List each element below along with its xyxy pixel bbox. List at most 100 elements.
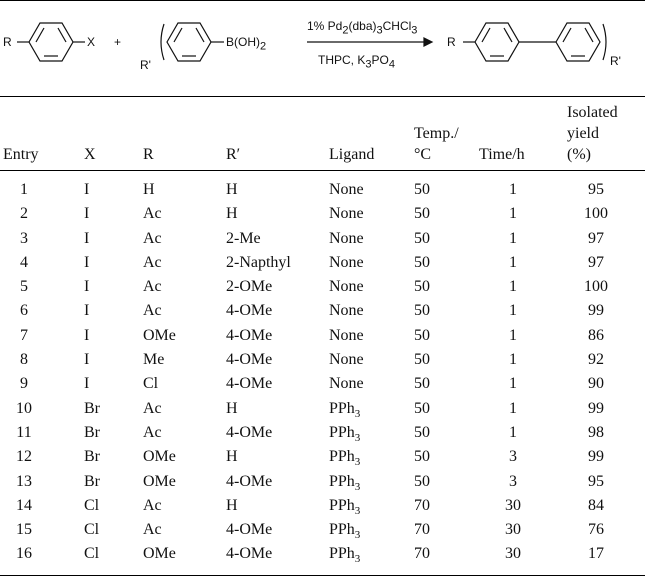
product-ring-b (555, 22, 601, 62)
table-row: 13 Br OMe 4-OMe PPh3 50 3 95 (0, 470, 645, 494)
cell-x: I (84, 278, 90, 296)
cell-ligand: None (329, 181, 364, 198)
cell-temp: 50 (414, 302, 430, 320)
cell-temp: 50 (414, 399, 430, 417)
cell-r: Ac (143, 521, 162, 539)
catalyst-condition: 1% Pd2(dba)3CHCl3 (307, 19, 418, 37)
table-row: 8 I Me 4-OMe None 50 1 92 (0, 348, 645, 372)
cell-rprime: 4-OMe (226, 351, 273, 369)
cell-time: 30 (505, 545, 521, 563)
table-header: Entry X R R′ Ligand Temp./ °C Time/h Iso… (0, 96, 645, 170)
cell-temp: 50 (414, 423, 430, 441)
cell-time: 1 (509, 229, 517, 247)
cell-time: 3 (509, 472, 517, 490)
benzene-ring-1 (28, 22, 74, 62)
cell-yield: 95 (588, 181, 604, 198)
cell-entry: 16 (16, 545, 32, 563)
table-body: 1 I H H None 50 1 95 2 I Ac H None 50 1 … (0, 178, 645, 567)
substituent-bracket-2 (160, 23, 165, 61)
cell-rprime: 4-OMe (226, 326, 273, 344)
cell-yield: 90 (588, 375, 604, 393)
header-ligand: Ligand (329, 146, 375, 163)
cell-yield: 86 (588, 326, 604, 344)
cell-rprime: 4-OMe (226, 545, 273, 563)
table-row: 10 Br Ac H PPh3 50 1 99 (0, 397, 645, 421)
cell-ligand: None (329, 253, 364, 271)
cell-entry: 7 (20, 326, 28, 344)
benzene-ring-2 (166, 22, 212, 62)
substituent-bracket-product (602, 23, 607, 61)
cell-rprime: H (226, 496, 238, 514)
table-row: 11 Br Ac 4-OMe PPh3 50 1 98 (0, 421, 645, 445)
cell-entry: 9 (20, 375, 28, 393)
cell-entry: 14 (16, 496, 32, 514)
cell-r: Ac (143, 423, 162, 441)
cell-temp: 50 (414, 448, 430, 466)
cell-rprime: 2-Napthyl (226, 253, 291, 271)
cell-r: Ac (143, 302, 162, 320)
cell-r: OMe (143, 472, 176, 490)
cell-yield: 76 (588, 521, 604, 539)
cell-r: Ac (143, 399, 162, 417)
boronic-acid-label: B(OH)2 (226, 35, 267, 53)
cell-temp: 50 (414, 472, 430, 490)
cell-rprime: H (226, 448, 238, 466)
reactant2-rprime-label: R' (140, 58, 151, 72)
cell-x: I (84, 351, 90, 369)
cell-time: 3 (509, 448, 517, 466)
cell-ligand: None (329, 205, 364, 223)
cell-r: Cl (143, 375, 159, 393)
header-yield-line3: (%) (567, 146, 591, 163)
cell-time: 1 (509, 326, 517, 344)
cell-entry: 5 (20, 278, 28, 296)
reaction-arrow-head (423, 37, 434, 47)
cell-rprime: 4-OMe (226, 423, 273, 441)
cell-ligand: PPh3 (329, 472, 361, 493)
cell-x: I (84, 229, 90, 247)
cell-entry: 4 (20, 253, 28, 271)
cell-rprime: 4-OMe (226, 302, 273, 320)
reaction-scheme-drawing (17, 22, 607, 62)
cell-x: I (84, 205, 90, 223)
reactant1-r-label: R (3, 35, 12, 49)
top-rule (0, 0, 645, 1)
cell-yield: 92 (588, 351, 604, 369)
cell-temp: 50 (414, 375, 430, 393)
cell-time: 1 (509, 302, 517, 320)
cell-entry: 15 (16, 521, 32, 539)
cell-time: 1 (509, 181, 517, 198)
cell-entry: 8 (20, 351, 28, 369)
cell-time: 1 (509, 253, 517, 271)
cell-yield: 100 (584, 205, 608, 223)
cell-x: I (84, 181, 90, 198)
cell-time: 1 (509, 375, 517, 393)
cell-temp: 70 (414, 521, 430, 539)
reaction-scheme: R X + R' B(OH)2 1% Pd2(dba)3CHCl3 THPC, … (0, 0, 645, 96)
cell-ligand: PPh3 (329, 521, 361, 542)
cell-yield: 17 (588, 545, 604, 563)
header-yield-line2: yield (567, 125, 599, 142)
cell-r: OMe (143, 545, 176, 563)
cell-rprime: H (226, 181, 238, 198)
table-row: 2 I Ac H None 50 1 100 (0, 202, 645, 226)
cell-rprime: H (226, 399, 238, 417)
cell-yield: 99 (588, 302, 604, 320)
cell-ligand: None (329, 302, 364, 320)
cell-temp: 50 (414, 181, 430, 198)
cell-x: Cl (84, 545, 100, 563)
cell-time: 1 (509, 351, 517, 369)
cell-x: I (84, 375, 90, 393)
cell-ligand: None (329, 375, 364, 393)
cell-x: Br (84, 448, 100, 466)
cell-entry: 3 (20, 229, 28, 247)
table-row: 4 I Ac 2-Napthyl None 50 1 97 (0, 251, 645, 275)
cell-temp: 50 (414, 253, 430, 271)
cell-time: 1 (509, 399, 517, 417)
cell-entry: 10 (16, 399, 32, 417)
cell-temp: 50 (414, 326, 430, 344)
base-condition: THPC, K3PO4 (318, 53, 395, 71)
cell-r: Ac (143, 253, 162, 271)
scheme-divider-rule (0, 96, 645, 97)
cell-r: OMe (143, 326, 176, 344)
cell-r: Me (143, 351, 165, 369)
